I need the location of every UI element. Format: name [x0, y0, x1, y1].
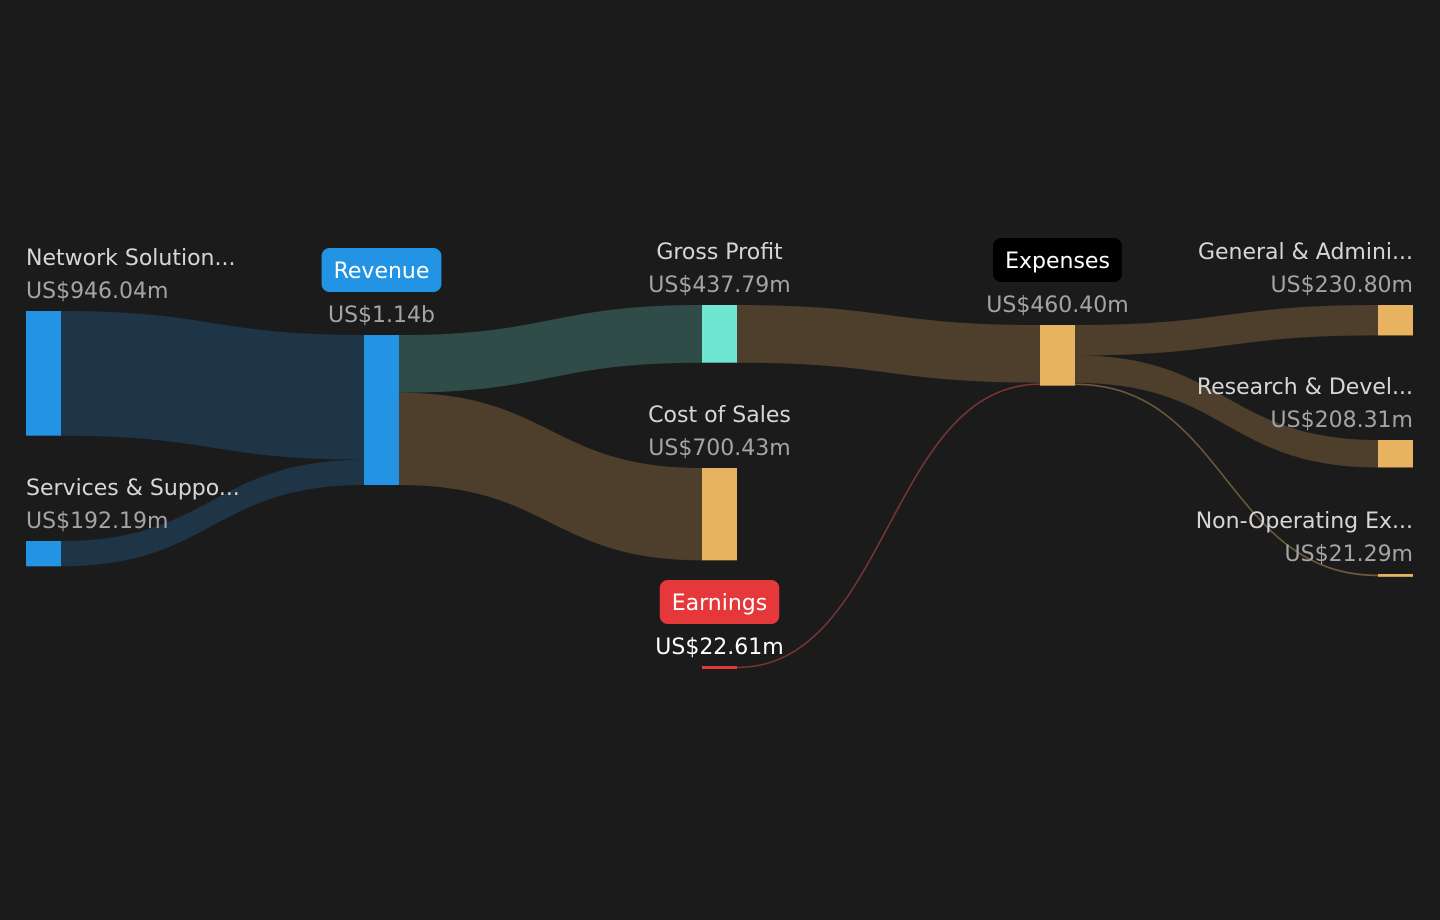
link-network-to-revenue [61, 311, 364, 460]
link-services-to-revenue [61, 459, 364, 567]
label-non-operating: Non-Operating Ex... [1196, 509, 1413, 534]
pill-label-earnings: Earnings [672, 591, 767, 616]
pill-expenses [993, 238, 1122, 282]
pill-label-expenses: Expenses [1005, 249, 1110, 274]
label-network: Network Solution... [26, 246, 235, 271]
label-research: Research & Devel... [1197, 375, 1413, 400]
link-expenses-to-non_operating [1074, 383, 1379, 577]
value-expenses: US$460.40m [986, 293, 1128, 318]
pill-earnings [659, 580, 780, 624]
node-gross-profit [702, 305, 737, 363]
links-layer [61, 305, 1379, 669]
pill-label-revenue: Revenue [334, 259, 430, 284]
node-services [26, 541, 61, 567]
value-network: US$946.04m [26, 279, 168, 304]
link-expenses-to-research [1075, 355, 1378, 468]
link-earnings-to-expenses [736, 383, 1041, 669]
node-cost-of-sales [702, 468, 737, 561]
link-revenue-to-gross_profit [399, 305, 702, 393]
link-expenses-to-gen_admin [1075, 305, 1378, 356]
node-earnings [702, 666, 737, 669]
link-gross_profit-to-expenses [737, 305, 1040, 383]
value-gross-profit: US$437.79m [648, 273, 790, 298]
label-gen-admin: General & Admini... [1198, 240, 1413, 265]
nodes-layer [26, 305, 1413, 669]
node-expenses [1040, 325, 1075, 386]
value-cost-of-sales: US$700.43m [648, 436, 790, 461]
node-non-operating [1378, 574, 1413, 577]
label-gross-profit: Gross Profit [656, 240, 783, 265]
value-non-operating: US$21.29m [1285, 542, 1413, 567]
node-research [1378, 440, 1413, 468]
node-network [26, 311, 61, 436]
pill-revenue [321, 248, 442, 292]
value-gen-admin: US$230.80m [1271, 273, 1413, 298]
value-earnings: US$22.61m [655, 635, 783, 660]
value-research: US$208.31m [1271, 408, 1413, 433]
link-revenue-to-cost_of_sales [399, 392, 702, 561]
node-gen-admin [1378, 305, 1413, 336]
value-revenue: US$1.14b [328, 303, 435, 328]
label-services: Services & Suppo... [26, 476, 240, 501]
value-services: US$192.19m [26, 509, 168, 534]
node-revenue [364, 335, 399, 486]
label-cost-of-sales: Cost of Sales [648, 403, 791, 428]
